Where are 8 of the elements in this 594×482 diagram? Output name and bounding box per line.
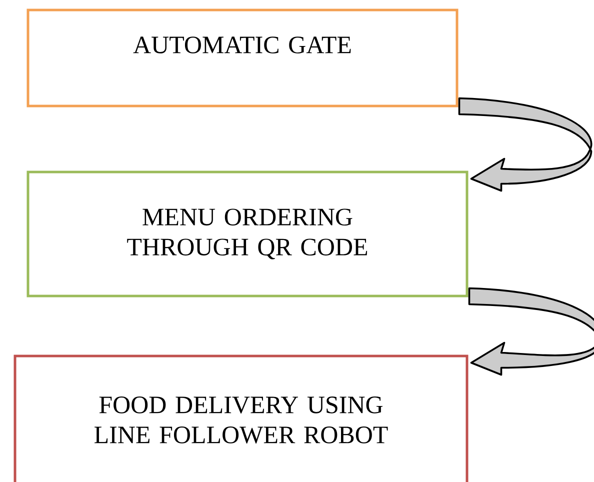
curved-arrow — [468, 287, 594, 376]
box-text: FOOD DELIVERY USING LINE FOLLOWER ROBOT — [94, 396, 388, 444]
box-text: AUTOMATIC GATE — [133, 36, 351, 54]
curved-arrow — [458, 97, 592, 192]
box-text: MENU ORDERING THROUGH QR CODE — [127, 208, 368, 260]
process-box — [26, 170, 468, 298]
process-box — [26, 8, 458, 108]
process-box — [14, 354, 468, 482]
